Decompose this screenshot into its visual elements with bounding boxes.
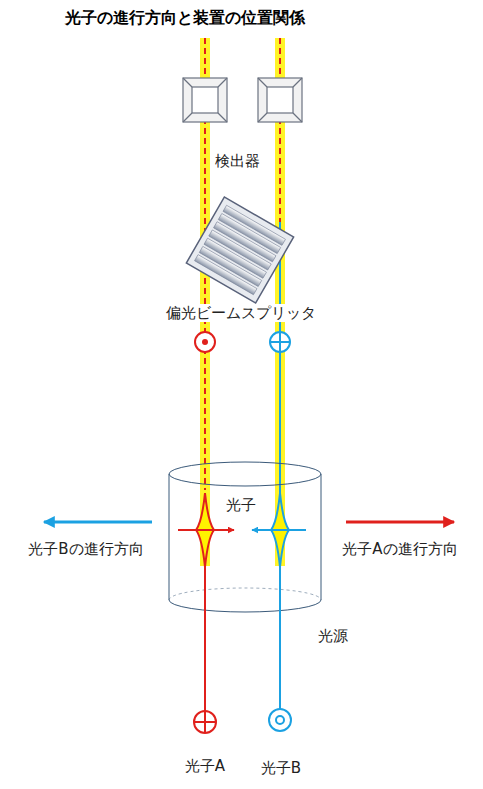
photon-path	[194, 567, 291, 733]
detector	[183, 78, 302, 122]
part-label: 光子Bの進行方向	[26, 540, 145, 558]
part-label: 光子Aの進行方向	[340, 540, 459, 558]
polarization-symbol	[195, 332, 290, 352]
diagram-title: 光子の進行方向と装置の位置関係	[65, 8, 305, 27]
part-label: 偏光ビームスプリッタ	[164, 304, 318, 322]
part-label: 検出器	[213, 152, 262, 170]
polarizing-beam-splitter	[186, 197, 293, 303]
photon-packet	[178, 493, 306, 567]
part-label: 光子	[224, 496, 258, 514]
direction-arrow	[44, 521, 454, 524]
part-label: 光源	[316, 627, 350, 645]
part-label: 光子A	[183, 757, 227, 775]
light-source-cylinder	[169, 462, 321, 612]
part-label: 光子B	[259, 759, 303, 777]
